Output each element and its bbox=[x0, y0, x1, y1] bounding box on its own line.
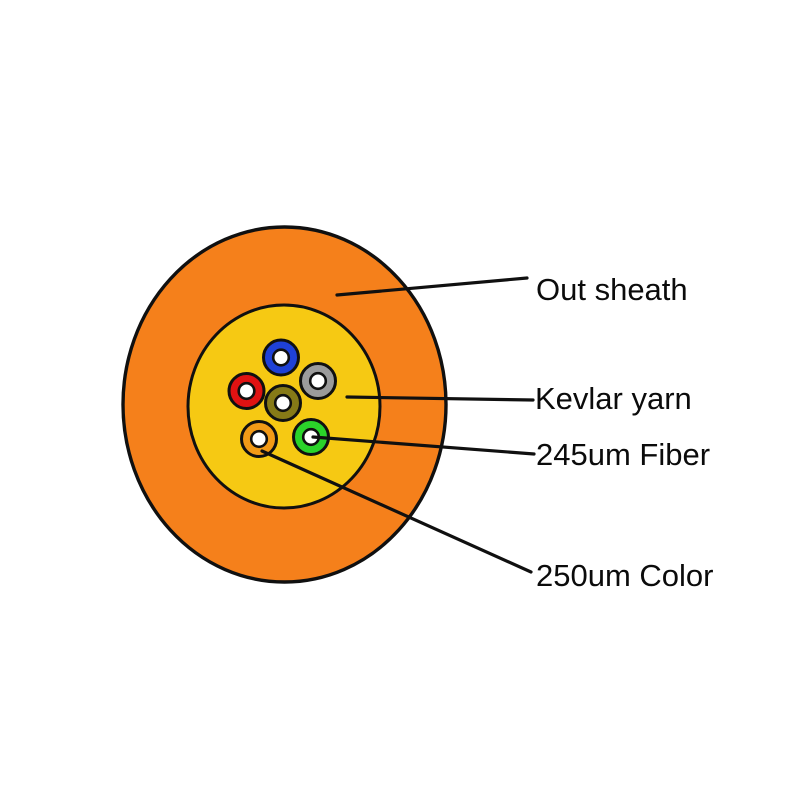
fiber-red-core bbox=[237, 381, 256, 401]
callout-label-out-sheath: Out sheath bbox=[536, 272, 688, 307]
fiber-gray-core bbox=[308, 371, 328, 391]
callout-label-kevlar-yarn: Kevlar yarn bbox=[535, 381, 692, 416]
callout-label-250um-color: 250um Color bbox=[536, 558, 713, 593]
fiber-olive-core bbox=[273, 393, 293, 413]
fiber-orange-core bbox=[249, 429, 269, 449]
callout-line-out-sheath bbox=[335, 276, 529, 297]
callout-line-kevlar-yarn bbox=[345, 395, 535, 402]
callout-line-245um-fiber bbox=[311, 435, 536, 456]
fiber-blue-core bbox=[271, 348, 291, 367]
callout-label-245um-fiber: 245um Fiber bbox=[536, 437, 710, 472]
callout-line-250um-color bbox=[260, 449, 533, 574]
